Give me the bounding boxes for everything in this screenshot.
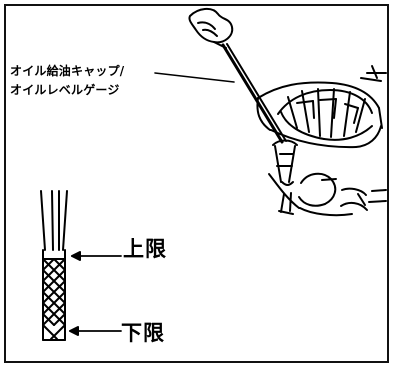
upper-limit-label: 上限 (123, 237, 167, 261)
upper-limit-arrow-icon (71, 251, 81, 261)
engine-block (256, 65, 387, 149)
figure-frame (4, 4, 389, 363)
oil-cap-label-line-2: オイルレベルゲージ (10, 83, 120, 97)
lower-limit-arrow-icon (69, 326, 79, 336)
hand-illustration (188, 8, 234, 49)
dipstick-detail (40, 190, 68, 341)
callout-leader-line (154, 72, 235, 83)
filler-neck (268, 139, 387, 217)
oil-cap-label-line-1: オイル給油キャップ/ (10, 64, 125, 78)
dipstick-rod (221, 43, 284, 144)
lower-limit-label: 下限 (121, 321, 165, 345)
oil-cap-label: オイル給油キャップ/ オイルレベルゲージ (10, 62, 124, 100)
